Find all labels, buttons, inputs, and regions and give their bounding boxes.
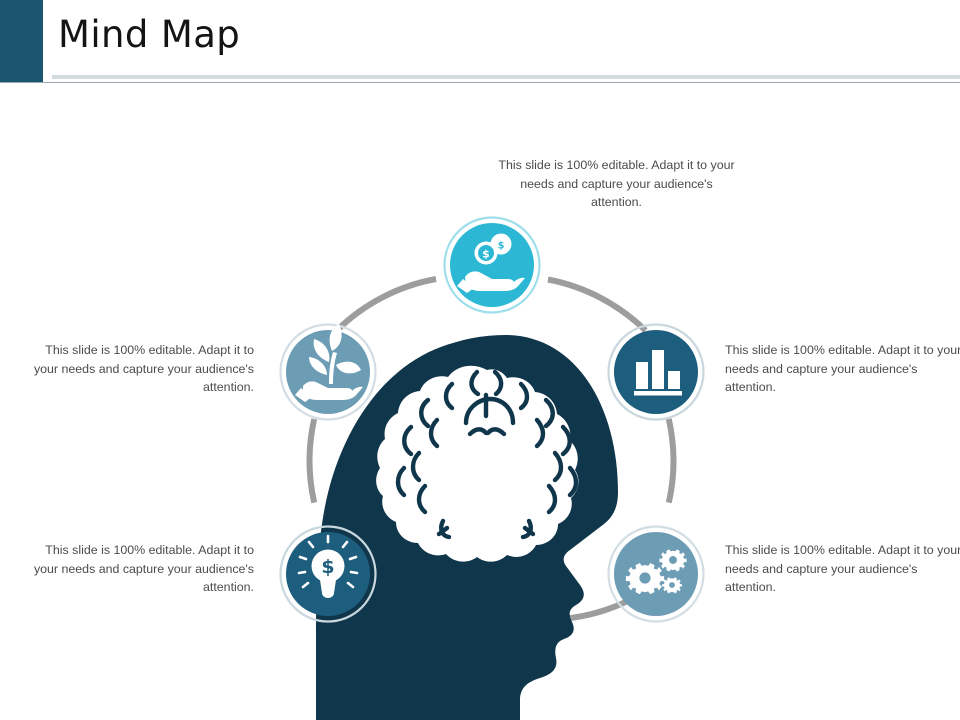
node-right-top[interactable]: [607, 323, 705, 421]
node-top-disc: [450, 223, 534, 307]
node-right-bottom-outer-ring: [607, 525, 705, 623]
node-left-top-outer-ring: [279, 323, 377, 421]
node-left-bottom-outer-ring: [279, 525, 377, 623]
svg-text:$: $: [498, 241, 505, 252]
mind-map-diagram: $ $: [0, 96, 960, 720]
caption-right-top: This slide is 100% editable. Adapt it to…: [725, 343, 960, 394]
node-right-bottom[interactable]: [607, 525, 705, 623]
head-with-brain-icon: [316, 335, 618, 720]
gears-icon: [625, 549, 687, 595]
caption-top: This slide is 100% editable. Adapt it to…: [498, 158, 735, 209]
hand-with-plant-icon: [295, 324, 363, 402]
node-left-top[interactable]: [279, 323, 377, 421]
caption-right-bottom: This slide is 100% editable. Adapt it to…: [725, 543, 960, 594]
page-title: Mind Map: [58, 13, 241, 56]
mind-map-graphic: $ $: [279, 216, 705, 720]
svg-text:$: $: [482, 248, 490, 261]
header-divider-thin: [0, 82, 960, 83]
node-left-top-disc: [286, 330, 370, 414]
node-left-bottom[interactable]: $: [279, 525, 377, 623]
caption-left-bottom: This slide is 100% editable. Adapt it to…: [33, 543, 254, 594]
node-right-top-outer-ring: [607, 323, 705, 421]
node-top-outer-ring: [443, 216, 541, 314]
header-divider: [52, 75, 960, 79]
header-accent-bar: [0, 0, 43, 83]
lightbulb-dollar-icon: $: [297, 534, 359, 598]
svg-text:$: $: [321, 556, 334, 578]
node-top[interactable]: $ $: [443, 216, 541, 314]
caption-left-top: This slide is 100% editable. Adapt it to…: [33, 343, 254, 394]
hand-with-coins-icon: $ $: [457, 233, 525, 293]
bar-chart-icon: [634, 350, 682, 396]
